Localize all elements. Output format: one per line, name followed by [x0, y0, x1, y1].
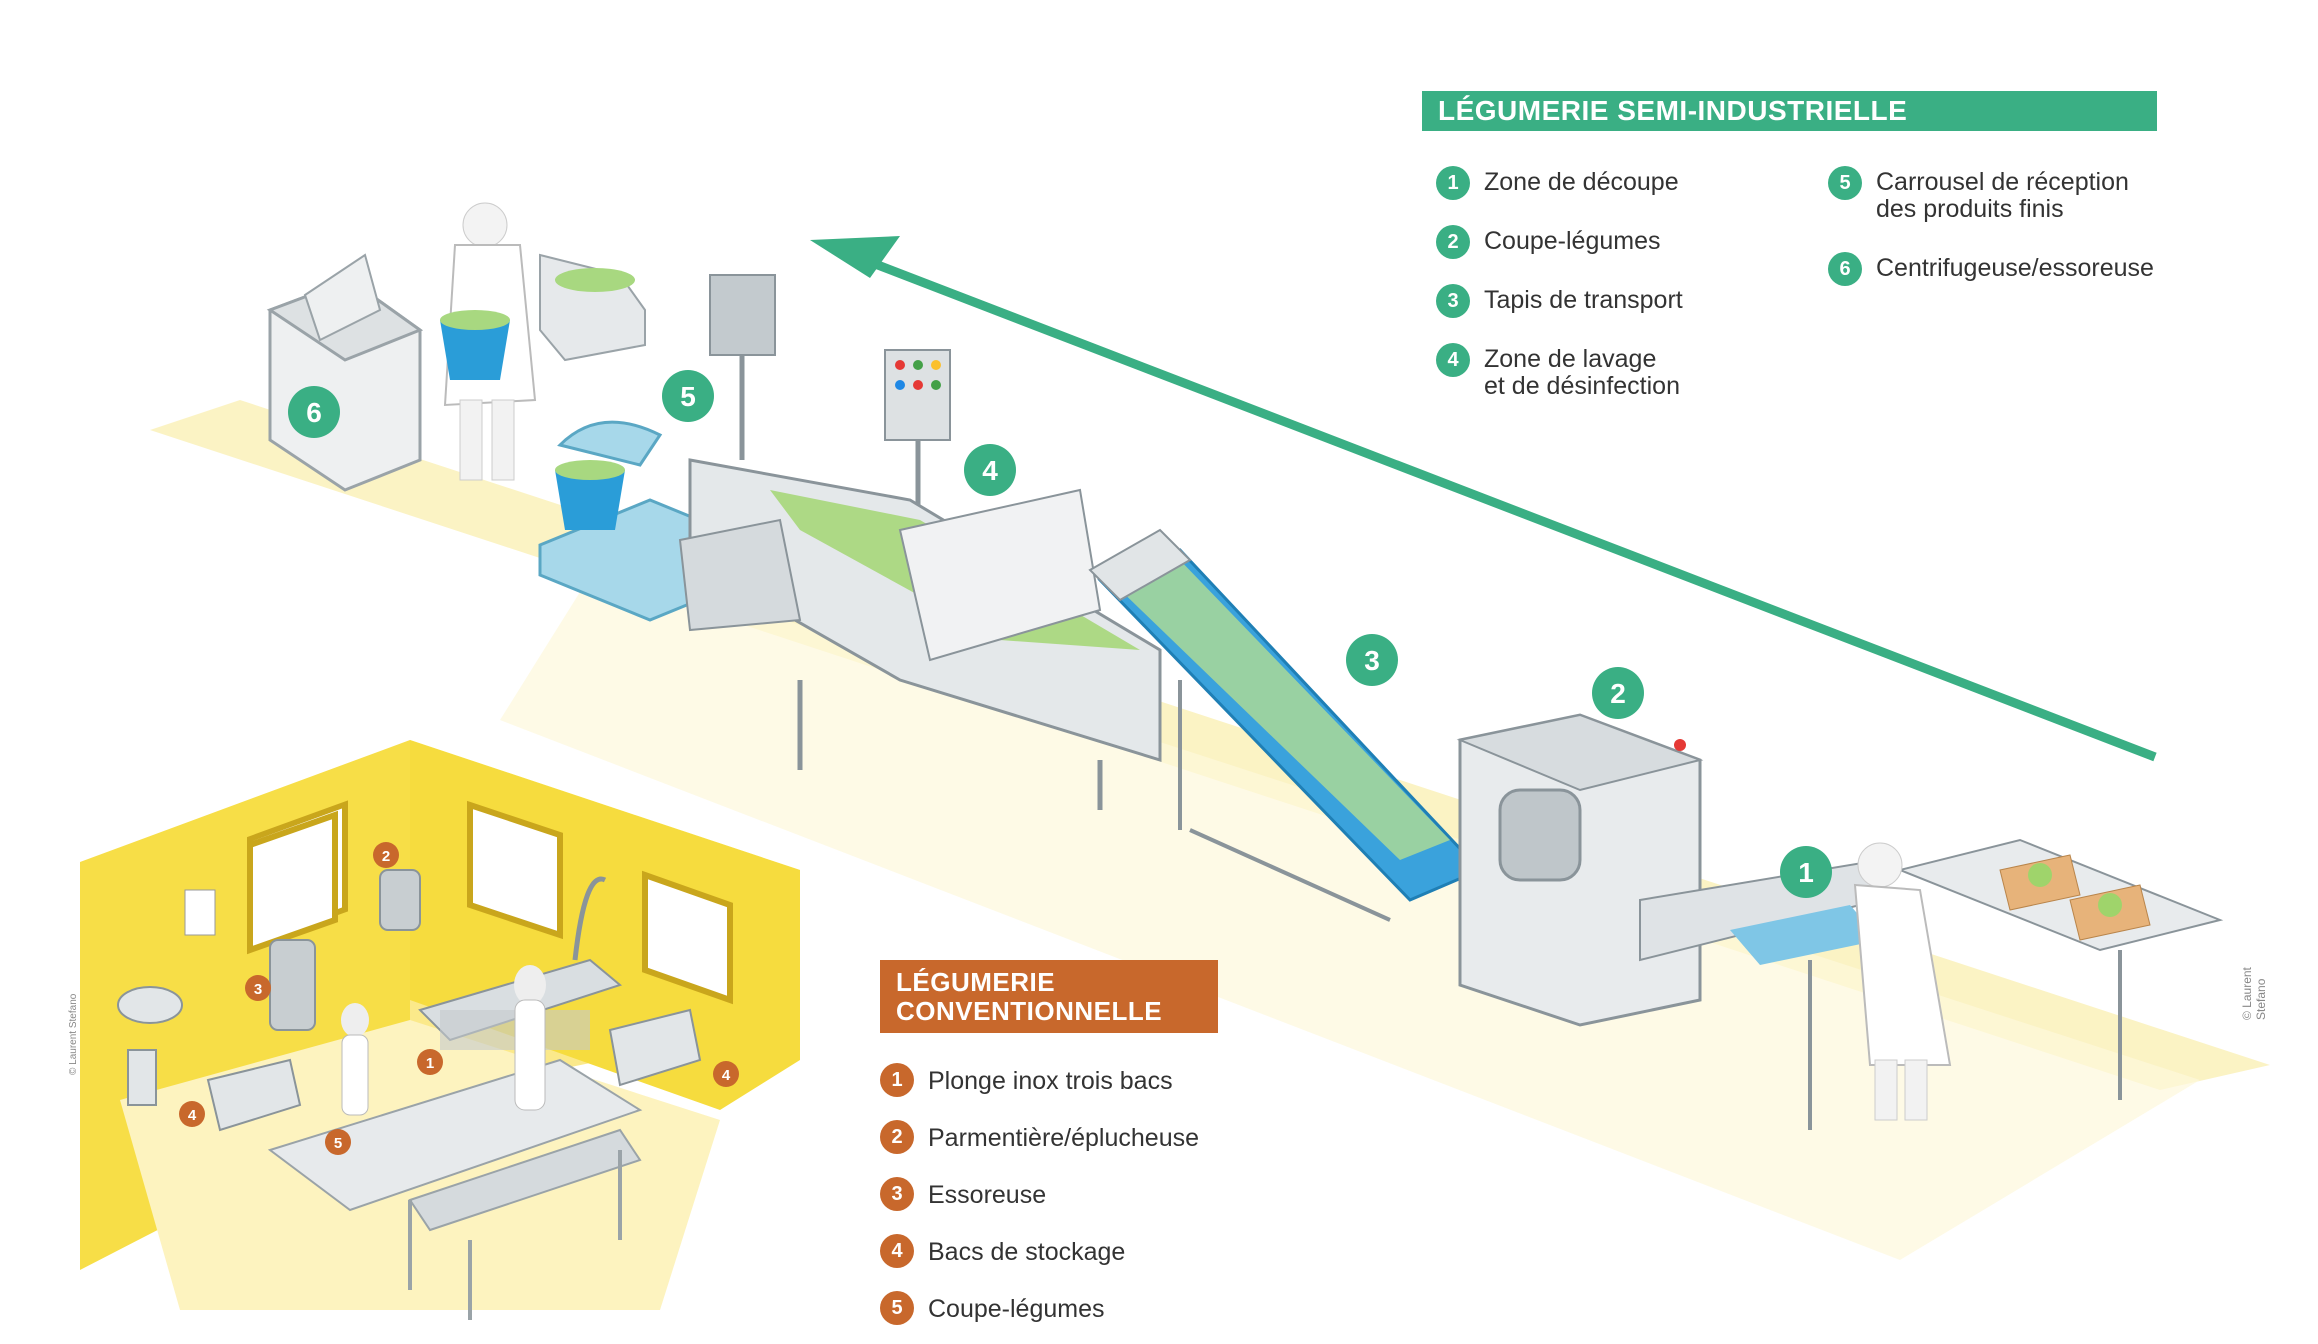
legend-item-label: Parmentière/éplucheuse: [928, 1124, 1199, 1153]
vegetable-cutter: [1456, 713, 1704, 1027]
process-direction-arrow: [810, 236, 2157, 762]
worker-bottom: [1853, 842, 1952, 1121]
semi-marker-1: 1: [1780, 846, 1832, 898]
number-badge: 4: [880, 1234, 914, 1269]
legend-item-label: Plonge inox trois bacs: [928, 1067, 1173, 1096]
semi-industrial-legend: LÉGUMERIE SEMI-INDUSTRIELLE 1 Zone de dé…: [1422, 91, 2157, 431]
svg-text:5: 5: [680, 381, 696, 412]
number-badge: 3: [1436, 284, 1470, 318]
conv-legend-item: 4 Bacs de stockage: [880, 1224, 1220, 1281]
semi-industrial-legend-title: LÉGUMERIE SEMI-INDUSTRIELLE: [1422, 91, 2157, 131]
washing-zone: [678, 458, 1162, 810]
svg-text:2: 2: [382, 848, 390, 865]
conv-legend-item: 2 Parmentière/éplucheuse: [880, 1110, 1220, 1167]
conventional-legend-title: LÉGUMERIE CONVENTIONNELLE: [880, 960, 1218, 1034]
svg-text:1: 1: [1798, 857, 1814, 888]
legend-item-label-line2: des produits finis: [1876, 195, 2064, 223]
semi-marker-4: 4: [964, 444, 1016, 496]
number-badge: 2: [1436, 225, 1470, 259]
legend-item-label: Coupe-légumes: [928, 1295, 1105, 1324]
legend-item-label-line2: et de désinfection: [1484, 372, 1680, 400]
semi-legend-item: 2 Coupe-légumes: [1436, 225, 1661, 259]
svg-text:4: 4: [188, 1107, 197, 1124]
semi-marker-5: 5: [662, 370, 714, 422]
conv-legend-item: 1 Plonge inox trois bacs: [880, 1053, 1220, 1110]
illustrator-credit: © Laurent Stefano: [2240, 967, 2268, 1020]
production-floor-fade: [500, 560, 2200, 1260]
semi-legend-item: 6 Centrifugeuse/essoreuse: [1828, 252, 2154, 286]
semi-legend-item: 4 Zone de lavage et de désinfection: [1436, 343, 1680, 400]
number-badge: 5: [1828, 166, 1862, 200]
svg-text:5: 5: [334, 1135, 342, 1152]
number-badge: 4: [1436, 343, 1470, 377]
semi-marker-6: 6: [288, 386, 340, 438]
conv-marker-5: 5: [325, 1129, 351, 1155]
conventional-title-line2: CONVENTIONNELLE: [896, 995, 1163, 1026]
conv-marker-2: 2: [373, 842, 399, 868]
legend-item-label: Bacs de stockage: [928, 1238, 1126, 1267]
number-badge: 1: [880, 1063, 914, 1098]
conv-legend-item: 5 Coupe-légumes: [880, 1281, 1220, 1338]
semi-marker-3: 3: [1346, 634, 1398, 686]
semi-legend-item: 5 Carrousel de réception des produits fi…: [1828, 166, 2129, 223]
svg-text:4: 4: [982, 455, 998, 486]
svg-text:3: 3: [254, 981, 262, 998]
legend-item-label: Tapis de transport: [1484, 286, 1683, 314]
conv-marker-4b: 4: [179, 1101, 205, 1127]
legend-item-label: Zone de lavage: [1484, 345, 1657, 373]
conveyor-belt: [1088, 528, 1483, 922]
illustrator-credit-small: © Laurent Stefano: [68, 993, 79, 1075]
legend-item-label: Essoreuse: [928, 1181, 1047, 1210]
conv-marker-3: 3: [245, 975, 271, 1001]
control-buttons: [895, 360, 941, 390]
conventional-room: [80, 740, 800, 1320]
semi-industrial-line: [266, 202, 2224, 1130]
number-badge: 5: [880, 1291, 914, 1326]
legend-item-label: Carrousel de réception: [1876, 168, 2129, 196]
svg-text:4: 4: [722, 1067, 731, 1084]
number-badge: 3: [880, 1177, 914, 1212]
legend-item-label: Zone de découpe: [1484, 168, 1679, 196]
conv-legend-item: 3 Essoreuse: [880, 1167, 1220, 1224]
conventional-legend: LÉGUMERIE CONVENTIONNELLE 1 Plonge inox …: [880, 960, 1220, 1338]
semi-legend-item: 3 Tapis de transport: [1436, 284, 1683, 318]
legend-item-label: Coupe-légumes: [1484, 227, 1661, 255]
semi-legend-item: 1 Zone de découpe: [1436, 166, 1679, 200]
number-badge: 1: [1436, 166, 1470, 200]
legend-item-label: Centrifugeuse/essoreuse: [1876, 254, 2154, 282]
conv-marker-1: 1: [417, 1049, 443, 1075]
number-badge: 6: [1828, 252, 1862, 286]
svg-text:6: 6: [306, 397, 322, 428]
svg-text:3: 3: [1364, 645, 1380, 676]
number-badge: 2: [880, 1120, 914, 1155]
conventional-title-line1: LÉGUMERIE: [896, 967, 1056, 997]
worker-top: [440, 202, 537, 481]
svg-text:1: 1: [426, 1055, 434, 1072]
semi-marker-2: 2: [1592, 667, 1644, 719]
svg-text:2: 2: [1610, 678, 1626, 709]
conv-marker-4a: 4: [713, 1061, 739, 1087]
centrifuge: [266, 253, 424, 492]
